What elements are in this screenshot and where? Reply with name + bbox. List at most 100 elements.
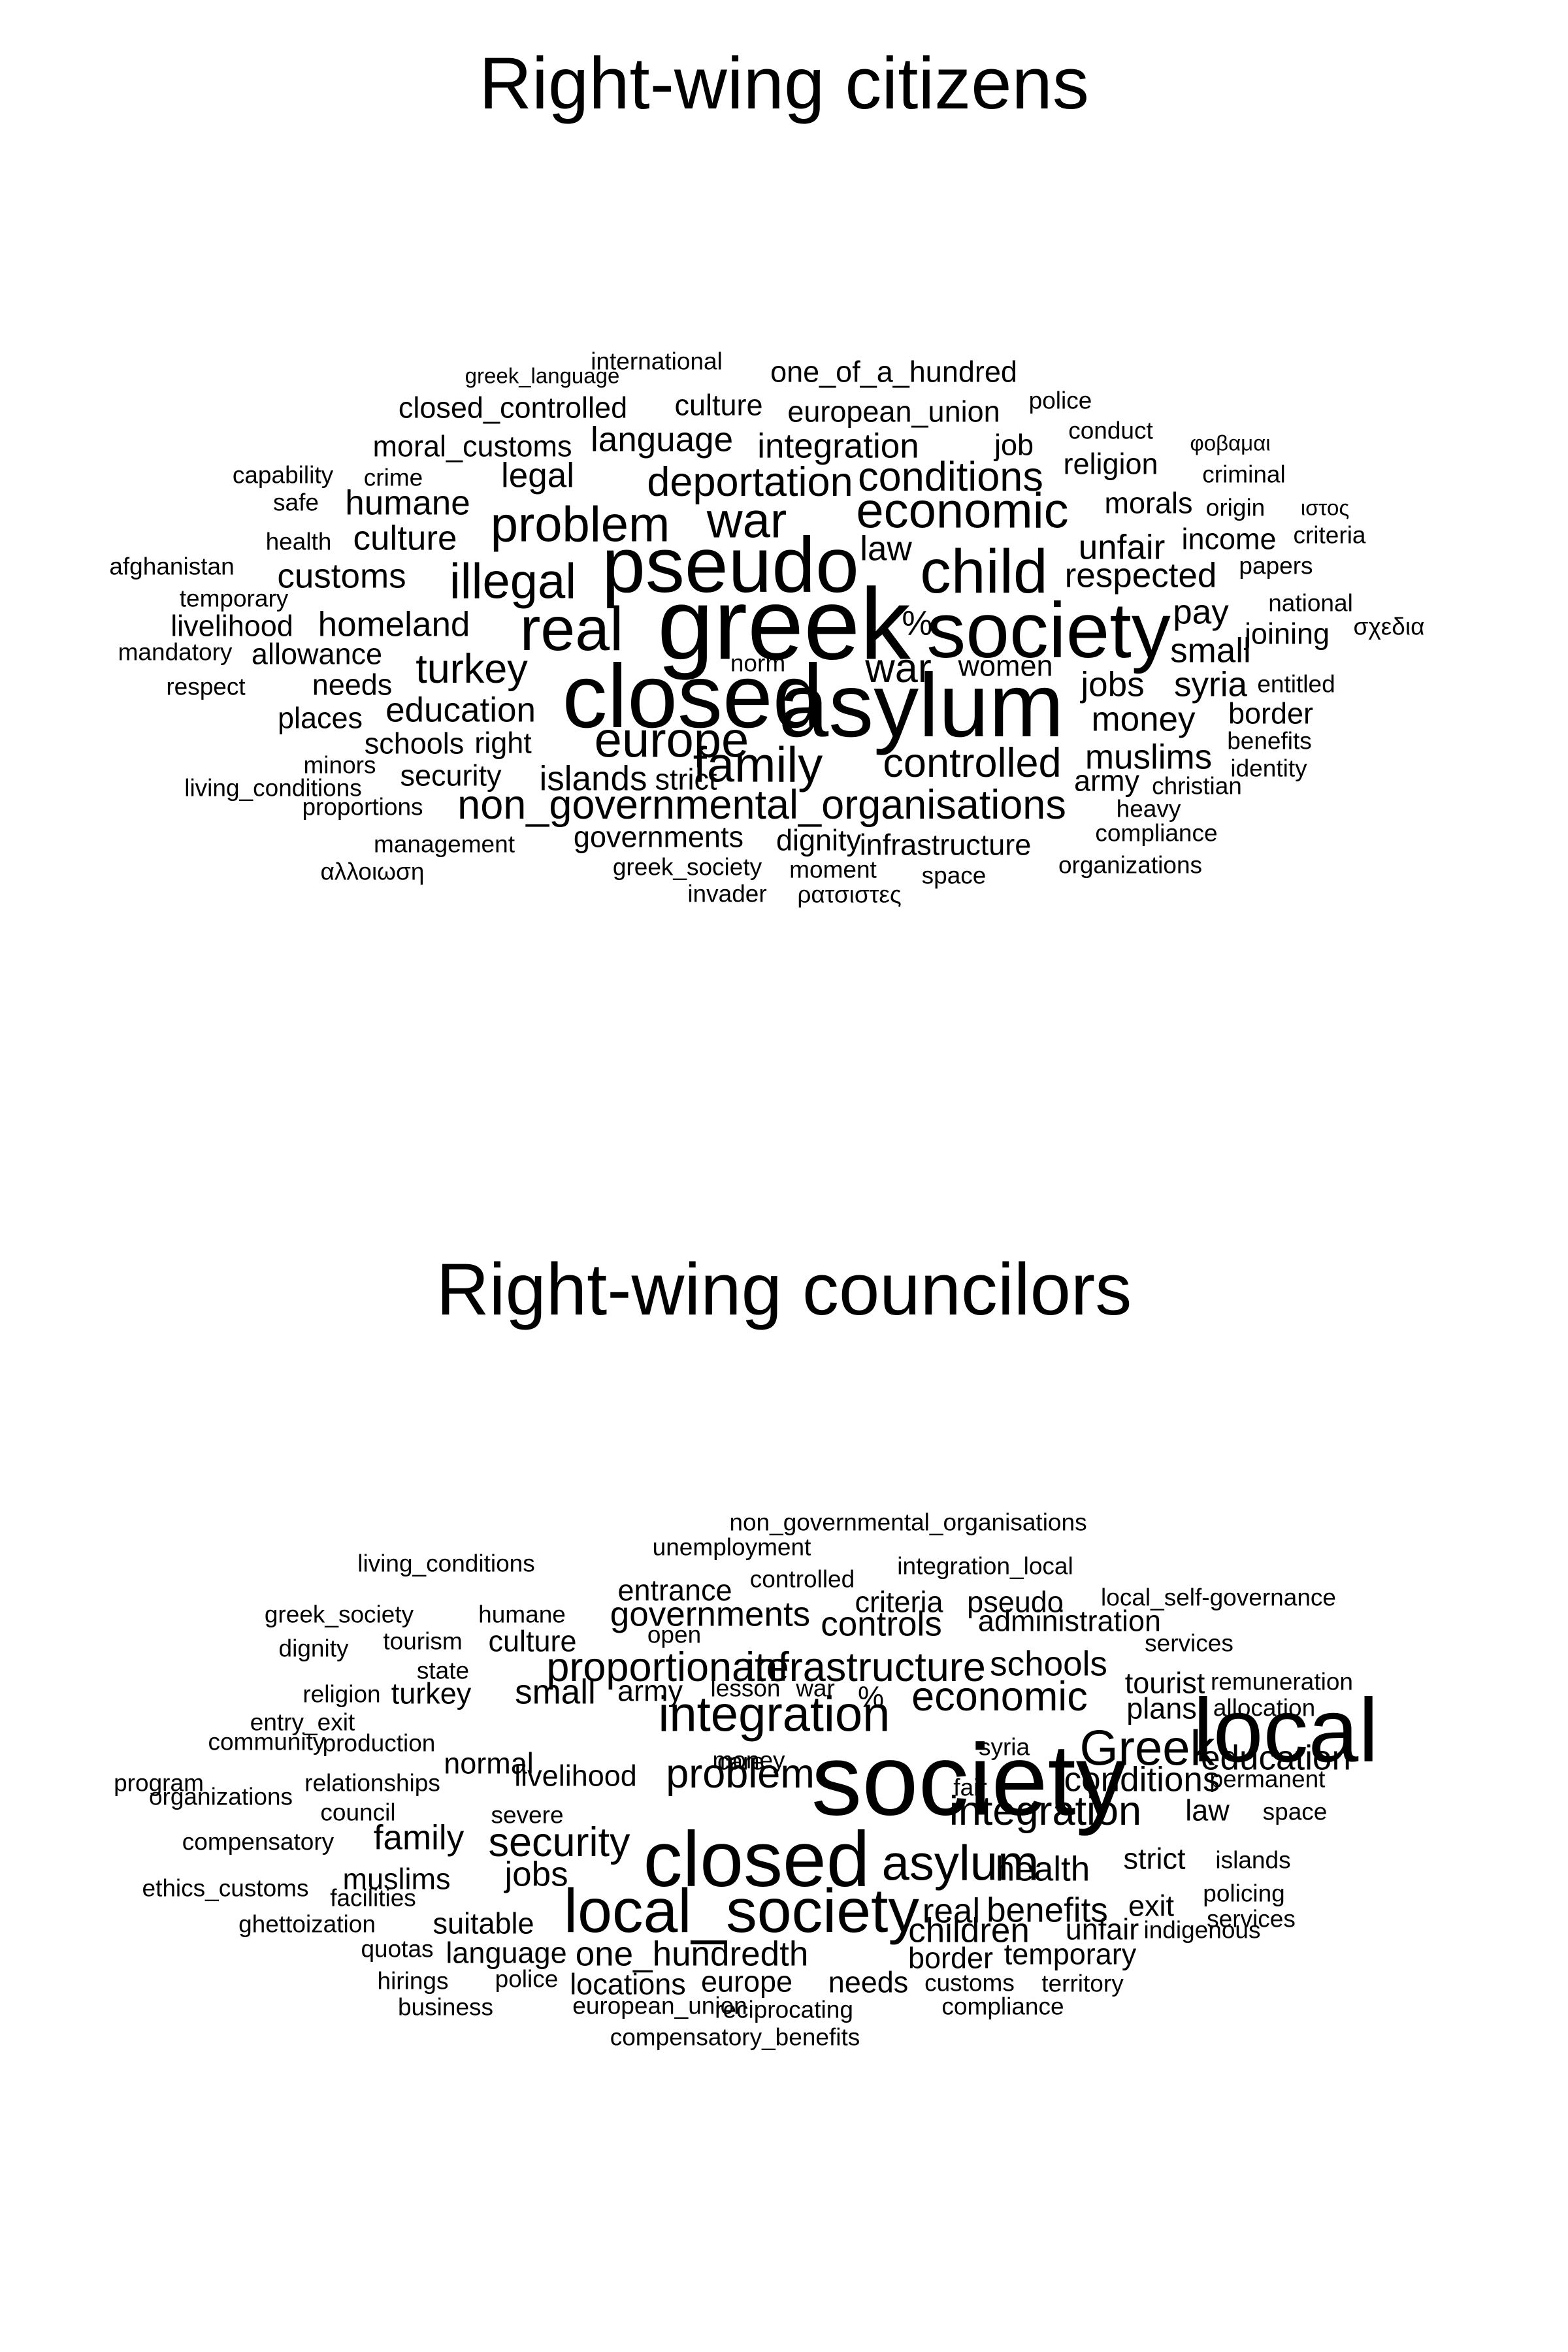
- word-culture: culture: [674, 389, 762, 422]
- word-greek: Greek: [1080, 1721, 1216, 1776]
- word-strict: strict: [655, 763, 717, 796]
- word-army: army: [617, 1674, 683, 1708]
- word-symbol: ιστος: [1301, 496, 1350, 520]
- word-war: war: [795, 1675, 835, 1702]
- word-small: small: [515, 1673, 596, 1712]
- word-customs: customs: [924, 1970, 1015, 1997]
- word-family: family: [693, 738, 823, 793]
- word-compensatory-benefits: compensatory_benefits: [610, 2024, 860, 2051]
- word-christian: christian: [1152, 773, 1242, 800]
- word-livelihood: livelihood: [514, 1759, 637, 1793]
- word-law: law: [860, 530, 912, 568]
- word-islands: islands: [1215, 1847, 1290, 1874]
- word-small: small: [1170, 632, 1251, 670]
- word-society: society: [811, 1723, 1127, 1837]
- word-war: war: [864, 645, 932, 691]
- word-production: production: [323, 1730, 436, 1757]
- word-living-conditions: living_conditions: [357, 1550, 535, 1577]
- word-administration: administration: [978, 1605, 1161, 1638]
- word-fair: fair: [953, 1774, 987, 1801]
- word-allowance: allowance: [252, 638, 382, 671]
- word-children: children: [908, 1912, 1030, 1950]
- word-one-hundredth: one_hundredth: [576, 1935, 809, 1974]
- word-international: international: [591, 348, 723, 375]
- word-europe: europe: [701, 1965, 792, 1999]
- word-economic: economic: [911, 1674, 1088, 1720]
- word-security: security: [488, 1820, 630, 1865]
- word-religion: religion: [1063, 448, 1158, 481]
- word-organizations: organizations: [149, 1784, 293, 1810]
- word-non-governmental-organisations: non_governmental_organisations: [729, 1509, 1086, 1536]
- word-benefits: benefits: [1227, 728, 1312, 755]
- word-symbol: σχεδια: [1354, 613, 1425, 640]
- word-local: local: [1193, 1680, 1379, 1781]
- word-origin: origin: [1206, 495, 1266, 521]
- word-right: right: [474, 727, 532, 760]
- word-economic: economic: [856, 483, 1068, 539]
- word-police: police: [1029, 387, 1092, 414]
- word-controlled: controlled: [883, 740, 1061, 786]
- word-infrastructure: infrastructure: [860, 828, 1032, 862]
- word-turkey: turkey: [391, 1677, 472, 1710]
- word-lesson: lesson: [711, 1675, 781, 1702]
- word-schools: schools: [365, 727, 465, 760]
- word-health: health: [266, 529, 332, 555]
- word-moral-customs: moral_customs: [372, 430, 572, 463]
- word-asylum: asylum: [882, 1836, 1039, 1891]
- word-closed: closed: [563, 646, 823, 747]
- word-religion: religion: [302, 1681, 380, 1708]
- word-heavy: heavy: [1117, 796, 1181, 823]
- word-entry-exit: entry_exit: [250, 1709, 355, 1736]
- word-tourist: tourist: [1125, 1667, 1205, 1700]
- word-money: money: [1091, 700, 1196, 739]
- figure-title-1: Right-wing citizens: [479, 42, 1089, 124]
- word-relationships: relationships: [304, 1770, 440, 1797]
- word-culture: culture: [488, 1625, 576, 1658]
- word-islands: islands: [540, 760, 647, 798]
- word-border: border: [1228, 697, 1313, 730]
- word-invader: invader: [687, 881, 766, 907]
- word-temporary: temporary: [1004, 1938, 1137, 1971]
- word-normal: normal: [444, 1747, 534, 1780]
- word-syria: syria: [1174, 666, 1247, 704]
- word-respected: respected: [1065, 557, 1217, 595]
- word-jobs: jobs: [1079, 666, 1144, 704]
- word-afghanistan: afghanistan: [109, 553, 234, 580]
- word-capability: capability: [233, 462, 334, 489]
- word-language: language: [446, 1936, 566, 1970]
- word-closed-controlled: closed_controlled: [399, 391, 627, 425]
- word-identity: identity: [1230, 755, 1307, 782]
- word-remuneration: remuneration: [1211, 1669, 1353, 1695]
- word-management: management: [374, 831, 515, 858]
- word-suitable: suitable: [433, 1907, 534, 1940]
- word-ghettoization: ghettoization: [238, 1911, 376, 1938]
- word-law: law: [1185, 1794, 1230, 1827]
- word-pseudo: pseudo: [602, 521, 859, 609]
- word-illegal: illegal: [449, 554, 576, 610]
- word-security: security: [400, 759, 502, 792]
- word-europe: europe: [595, 713, 749, 768]
- word-places: places: [278, 702, 363, 735]
- word-entrance: entrance: [617, 1574, 732, 1607]
- word-minors: minors: [303, 752, 376, 779]
- word-criteria: criteria: [1293, 522, 1365, 549]
- word-local-self-governance: local_self-governance: [1101, 1584, 1336, 1611]
- word-border: border: [908, 1942, 993, 1975]
- word-muslims: muslims: [1085, 738, 1212, 777]
- word-proportions: proportions: [302, 794, 423, 821]
- word-symbol: ρατσιστες: [797, 881, 901, 908]
- word-greek: greek: [657, 568, 911, 681]
- word-norm: norm: [730, 650, 785, 677]
- word-humane: humane: [478, 1601, 566, 1628]
- word-european-union: european_union: [787, 395, 1000, 429]
- word-space: space: [1263, 1799, 1328, 1825]
- word-council: council: [320, 1799, 395, 1826]
- word-dignity: dignity: [776, 824, 862, 857]
- word-temporary: temporary: [180, 585, 289, 612]
- word-turkey: turkey: [416, 646, 528, 692]
- word-asylum: asylum: [778, 655, 1064, 756]
- word-health: health: [996, 1850, 1090, 1889]
- word-unfair: unfair: [1066, 1913, 1139, 1946]
- word-needs: needs: [312, 668, 393, 702]
- word-tourism: tourism: [383, 1628, 462, 1655]
